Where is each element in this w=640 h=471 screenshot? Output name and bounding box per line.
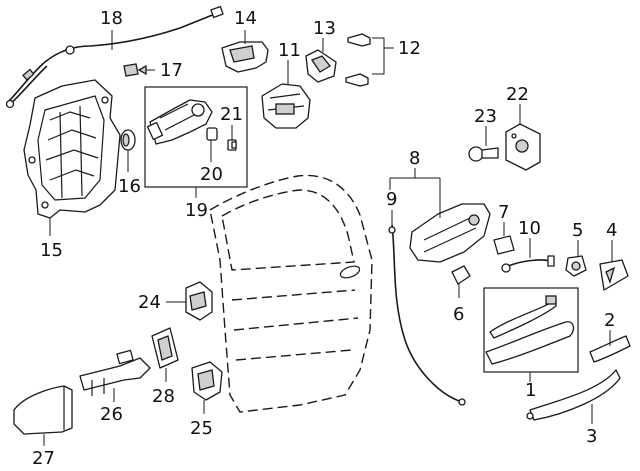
callout-25: 25 [190, 418, 213, 439]
callout-2: 2 [604, 310, 615, 331]
part-1-box [483, 287, 579, 373]
part-22-striker-plate[interactable] [505, 123, 541, 171]
part-28-seal-pad[interactable] [151, 327, 179, 369]
part-12-screws[interactable] [345, 33, 371, 87]
callout-11: 11 [278, 40, 301, 61]
callout-15: 15 [40, 240, 63, 261]
part-21-screw[interactable] [227, 139, 237, 151]
callout-5: 5 [572, 220, 583, 241]
callout-18: 18 [100, 8, 123, 29]
part-4-cap[interactable] [599, 259, 629, 291]
part-11-actuator[interactable] [261, 83, 311, 129]
part-24-hinge[interactable] [185, 281, 213, 321]
callout-23: 23 [474, 106, 497, 127]
callout-27: 27 [32, 448, 55, 469]
door-outline [209, 174, 373, 413]
callout-26: 26 [100, 404, 123, 425]
part-6-clip[interactable] [451, 265, 471, 285]
part-23-bolt[interactable] [468, 146, 499, 162]
part-5-cylinder[interactable] [565, 255, 587, 277]
callout-17: 17 [160, 60, 183, 81]
part-3-handle-cover[interactable] [526, 369, 621, 421]
callout-16: 16 [118, 176, 141, 197]
callout-24: 24 [138, 292, 161, 313]
part-8-door-latch[interactable] [409, 203, 491, 263]
callout-19: 19 [185, 200, 208, 221]
part-15-module-carrier[interactable] [23, 79, 121, 219]
part-9-cable[interactable] [388, 224, 466, 406]
part-10-rod[interactable] [501, 255, 555, 273]
part-18-cable[interactable] [5, 5, 224, 109]
callout-7: 7 [498, 202, 509, 223]
callout-9: 9 [386, 189, 397, 210]
part-13-cover[interactable] [305, 49, 337, 83]
part-17-clip[interactable] [123, 63, 139, 77]
callout-10: 10 [518, 218, 541, 239]
callout-6: 6 [453, 304, 464, 325]
part-2-gasket[interactable] [589, 335, 631, 363]
part-14-bracket[interactable] [221, 41, 269, 73]
part-16-grommet[interactable] [120, 129, 136, 151]
part-27-bezel[interactable] [13, 385, 73, 435]
callout-13: 13 [313, 18, 336, 39]
callout-8: 8 [409, 148, 420, 169]
part-1-outer-handle[interactable] [485, 295, 575, 365]
callout-4: 4 [606, 220, 617, 241]
part-20-motor[interactable] [146, 99, 218, 145]
callout-14: 14 [234, 8, 257, 29]
part-25-lower-hinge[interactable] [191, 361, 223, 401]
callout-1: 1 [525, 380, 536, 401]
callout-20: 20 [200, 164, 223, 185]
part-7-seal[interactable] [493, 235, 515, 255]
callout-12: 12 [398, 38, 421, 59]
callout-28: 28 [152, 386, 175, 407]
part-26-check-strap[interactable] [79, 349, 151, 396]
callout-labels: 18 14 13 12 11 17 21 20 19 16 15 22 23 8… [32, 8, 617, 469]
callout-3: 3 [586, 426, 597, 447]
callout-22: 22 [506, 84, 529, 105]
callout-21: 21 [220, 104, 243, 125]
